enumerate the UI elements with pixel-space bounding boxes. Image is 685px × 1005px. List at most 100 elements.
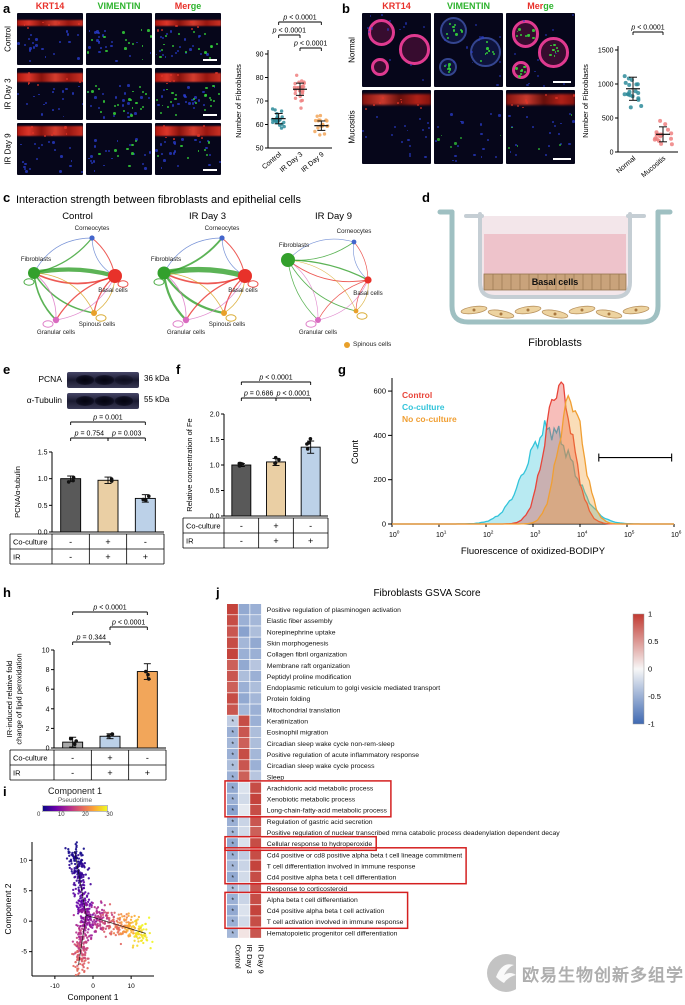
pseudotime-tick: 0 <box>37 812 41 818</box>
transwell-fibroblasts-label: Fibroblasts <box>528 337 582 349</box>
micrograph-a-r0c1 <box>86 13 152 65</box>
svg-text:1: 1 <box>648 610 652 619</box>
watermark-logo-icon <box>487 954 516 992</box>
svg-text:*: * <box>231 764 234 771</box>
svg-text:Positive regulation of acute i: Positive regulation of acute inflammator… <box>267 752 419 759</box>
panel-i-label: i <box>3 784 7 799</box>
scale-bar <box>203 169 217 171</box>
tubulin-blot-band <box>67 393 139 409</box>
micrograph-a-r1c2 <box>155 68 221 120</box>
svg-text:Fluorescence of oxidized-BODIP: Fluorescence of oxidized-BODIPY <box>461 546 606 557</box>
svg-text:1500: 1500 <box>598 48 614 55</box>
svg-text:Long-chain-fatty-acid metaboli: Long-chain-fatty-acid metabolic process <box>267 808 388 815</box>
svg-text:Fibroblasts GSVA Score: Fibroblasts GSVA Score <box>373 588 481 599</box>
svg-text:Basal cells: Basal cells <box>228 287 258 294</box>
svg-text:1.5: 1.5 <box>210 437 220 444</box>
svg-text:Co-culture: Co-culture <box>13 538 48 547</box>
svg-text:+: + <box>273 521 278 531</box>
svg-text:Skin morphogenesis: Skin morphogenesis <box>267 641 329 648</box>
tubulin-protein-label: α-Tubulin <box>26 395 62 405</box>
svg-text:+: + <box>105 552 110 562</box>
svg-text:IR: IR <box>186 537 194 546</box>
svg-text:6: 6 <box>46 687 50 694</box>
svg-text:-: - <box>240 521 243 531</box>
svg-text:*: * <box>231 730 234 737</box>
svg-text:*: * <box>231 931 234 938</box>
svg-text:2.0: 2.0 <box>210 412 220 419</box>
svg-text:10: 10 <box>128 983 136 990</box>
svg-text:Circadian sleep wake cycle pro: Circadian sleep wake cycle process <box>267 763 375 770</box>
svg-text:+: + <box>308 536 313 546</box>
svg-text:1.0: 1.0 <box>210 463 220 470</box>
channel-header-merge: Merge <box>527 1 554 11</box>
svg-text:Membrane raft organization: Membrane raft organization <box>267 663 350 670</box>
svg-text:0: 0 <box>648 665 652 674</box>
scale-bar <box>553 158 571 160</box>
svg-text:Endoplasmic reticulum to golgi: Endoplasmic reticulum to golgi vesicle m… <box>267 685 441 692</box>
svg-text:Component 2: Component 2 <box>3 883 13 934</box>
svg-text:2: 2 <box>46 726 50 733</box>
svg-text:Peptidyl proline modification: Peptidyl proline modification <box>267 674 352 681</box>
svg-text:Cellular response to hydropero: Cellular response to hydroperoxide <box>267 841 373 848</box>
svg-text:Granular cells: Granular cells <box>37 329 75 336</box>
svg-text:0: 0 <box>91 983 95 990</box>
panel-c-label: c <box>3 190 11 205</box>
svg-text:-: - <box>71 753 74 763</box>
micrograph-a-r2c1 <box>86 123 152 175</box>
svg-text:Arachidonic acid metabolic pro: Arachidonic acid metabolic process <box>267 785 374 792</box>
svg-text:*: * <box>231 775 234 782</box>
channel-header-krt14: KRT14 <box>382 1 411 11</box>
svg-text:Granular cells: Granular cells <box>299 329 337 336</box>
svg-text:105: 105 <box>624 530 635 540</box>
svg-text:Corneocytes: Corneocytes <box>205 225 240 232</box>
svg-text:103: 103 <box>530 530 541 540</box>
svg-text:-: - <box>71 768 74 778</box>
panel-a-label: a <box>3 1 11 16</box>
svg-text:0.0: 0.0 <box>38 530 48 537</box>
svg-text:+: + <box>143 552 148 562</box>
svg-text:4: 4 <box>46 706 50 713</box>
svg-text:Corneocytes: Corneocytes <box>337 228 372 235</box>
svg-text:0: 0 <box>610 150 614 157</box>
svg-text:Basal cells: Basal cells <box>353 290 383 297</box>
svg-text:Xenobiotic metabolic process: Xenobiotic metabolic process <box>267 797 356 804</box>
svg-text:*: * <box>231 920 234 927</box>
svg-text:IR: IR <box>13 769 21 778</box>
spinous-cells-legend: Spinous cells <box>344 341 391 348</box>
svg-text:200: 200 <box>373 475 386 484</box>
svg-text:101: 101 <box>436 530 447 540</box>
svg-text:p < 0.0001: p < 0.0001 <box>630 25 664 32</box>
scale-bar <box>553 81 571 83</box>
svg-text:Cd4 positive alpha beta t cell: Cd4 positive alpha beta t cell activatio… <box>267 908 385 915</box>
micrograph-b-r1c2 <box>506 90 575 164</box>
svg-text:Fibroblasts: Fibroblasts <box>279 242 309 249</box>
micrograph-b-r1c1 <box>434 90 503 164</box>
svg-text:50: 50 <box>256 146 264 153</box>
svg-text:Mitochondrial translation: Mitochondrial translation <box>267 707 341 714</box>
svg-text:106: 106 <box>671 530 682 540</box>
scale-bar <box>203 59 217 61</box>
svg-text:Number of Fibroblasts: Number of Fibroblasts <box>234 64 243 138</box>
svg-text:8: 8 <box>46 667 50 674</box>
svg-text:+: + <box>273 536 278 546</box>
svg-text:0.5: 0.5 <box>210 488 220 495</box>
svg-text:600: 600 <box>373 387 386 396</box>
panel-d-label: d <box>422 190 430 205</box>
svg-text:500: 500 <box>602 116 614 123</box>
svg-text:1.0: 1.0 <box>38 476 48 483</box>
svg-text:0.0: 0.0 <box>210 514 220 521</box>
panel-e-label: e <box>3 362 11 377</box>
panel-e-western-blot: PCNA 36 kDa α-Tubulin 55 kDa <box>10 368 178 414</box>
svg-text:*: * <box>231 897 234 904</box>
svg-text:PCNA/α-tubulin: PCNA/α-tubulin <box>13 466 22 518</box>
svg-text:Fibroblasts: Fibroblasts <box>21 256 51 263</box>
svg-text:Co-culture: Co-culture <box>186 522 221 531</box>
svg-text:Circadian sleep wake cycle non: Circadian sleep wake cycle non-rem-sleep <box>267 741 395 748</box>
